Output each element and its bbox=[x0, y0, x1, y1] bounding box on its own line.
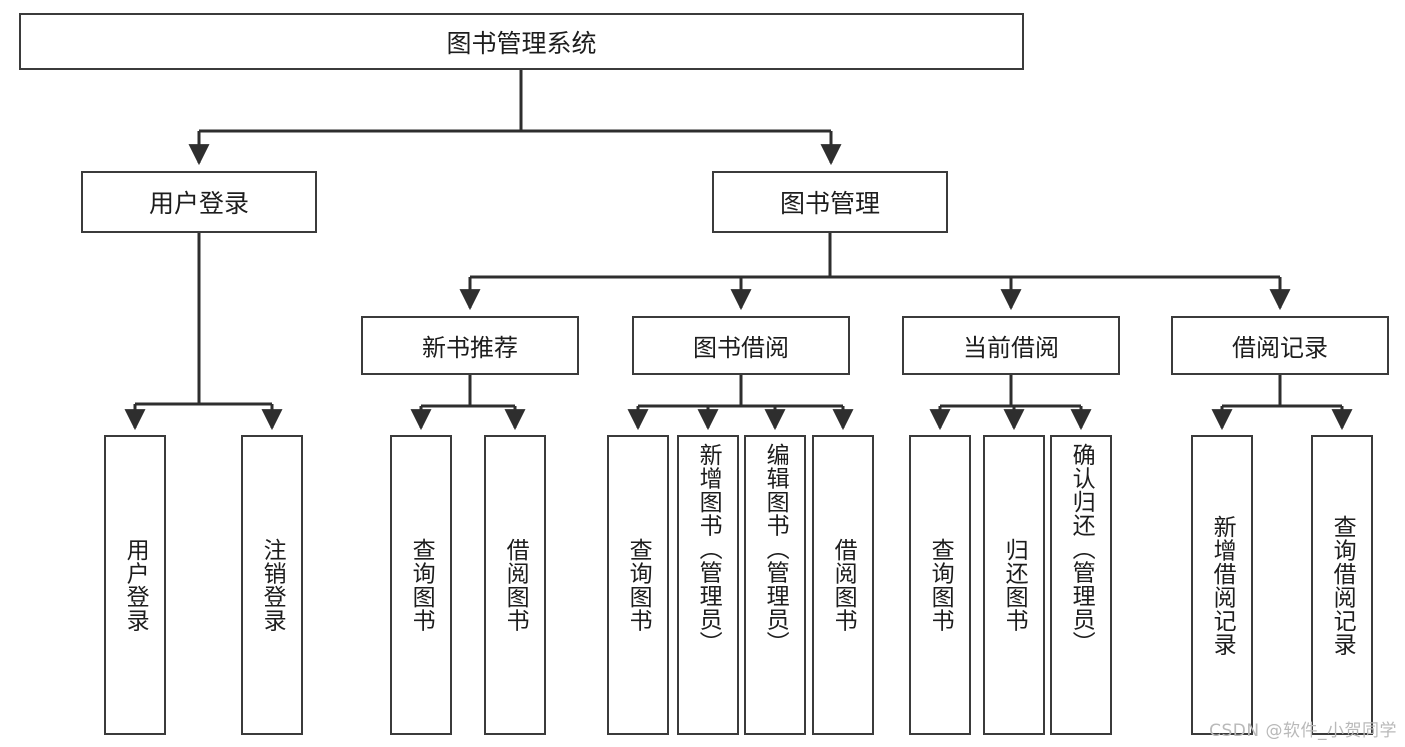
leaf-confirm-return-admin[interactable]: 确认归还（管理员） bbox=[1050, 435, 1112, 735]
leaf-query-borrow-record[interactable]: 查询借阅记录 bbox=[1311, 435, 1373, 735]
node-label: 查询图书 bbox=[927, 538, 954, 632]
node-label: 借阅图书 bbox=[830, 538, 857, 632]
leaf-borrow-book[interactable]: 借阅图书 bbox=[812, 435, 874, 735]
node-label: 注销登录 bbox=[259, 538, 286, 632]
node-label: 新增图书（管理员） bbox=[695, 443, 722, 655]
node-book-borrow[interactable]: 图书借阅 bbox=[632, 316, 850, 375]
node-label: 编辑图书（管理员） bbox=[762, 443, 789, 655]
leaf-add-borrow-record[interactable]: 新增借阅记录 bbox=[1191, 435, 1253, 735]
leaf-query-book-current[interactable]: 查询图书 bbox=[909, 435, 971, 735]
node-label: 借阅记录 bbox=[1232, 334, 1328, 362]
node-label: 当前借阅 bbox=[963, 334, 1059, 362]
node-label: 新增借阅记录 bbox=[1209, 514, 1236, 656]
node-label: 用户登录 bbox=[122, 538, 149, 632]
node-label: 图书管理系统 bbox=[446, 28, 597, 58]
leaf-edit-book-admin[interactable]: 编辑图书（管理员） bbox=[744, 435, 806, 735]
leaf-return-book[interactable]: 归还图书 bbox=[983, 435, 1045, 735]
node-label: 查询图书 bbox=[625, 538, 652, 632]
node-label: 借阅图书 bbox=[502, 538, 529, 632]
leaf-logout[interactable]: 注销登录 bbox=[241, 435, 303, 735]
node-borrow-record[interactable]: 借阅记录 bbox=[1171, 316, 1389, 375]
node-root[interactable]: 图书管理系统 bbox=[19, 13, 1024, 70]
node-label: 查询借阅记录 bbox=[1329, 514, 1356, 656]
node-book-management[interactable]: 图书管理 bbox=[712, 171, 948, 233]
leaf-borrow-book-new[interactable]: 借阅图书 bbox=[484, 435, 546, 735]
leaf-user-login[interactable]: 用户登录 bbox=[104, 435, 166, 735]
node-label: 归还图书 bbox=[1001, 538, 1028, 632]
leaf-query-book-new[interactable]: 查询图书 bbox=[390, 435, 452, 735]
node-label: 图书管理 bbox=[779, 189, 880, 218]
watermark: CSDN @软件_小贺同学 bbox=[1209, 721, 1397, 741]
node-label: 确认归还（管理员） bbox=[1068, 443, 1095, 655]
node-label: 查询图书 bbox=[408, 538, 435, 632]
node-new-book-recommend[interactable]: 新书推荐 bbox=[361, 316, 579, 375]
node-label: 图书借阅 bbox=[693, 334, 789, 362]
node-current-borrow[interactable]: 当前借阅 bbox=[902, 316, 1120, 375]
node-label: 用户登录 bbox=[148, 189, 249, 218]
leaf-add-book-admin[interactable]: 新增图书（管理员） bbox=[677, 435, 739, 735]
node-label: 新书推荐 bbox=[422, 334, 518, 362]
node-user-login[interactable]: 用户登录 bbox=[81, 171, 317, 233]
leaf-query-book-borrow[interactable]: 查询图书 bbox=[607, 435, 669, 735]
